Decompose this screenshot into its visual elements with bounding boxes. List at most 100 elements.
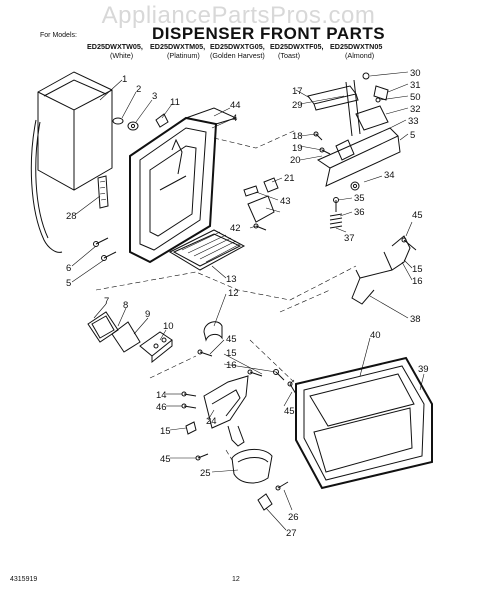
model-finish: (White) — [110, 51, 134, 60]
callout-16: 16 — [412, 276, 423, 287]
callout-3: 3 — [152, 91, 157, 102]
callout-42: 42 — [230, 223, 241, 234]
screw — [197, 349, 213, 357]
screw — [101, 251, 117, 261]
callout-8: 8 — [123, 300, 128, 311]
model-finish: (Toast) — [278, 51, 300, 60]
lever-bracket — [316, 127, 401, 191]
lower-ice-chute — [231, 449, 273, 484]
callout-6: 6 — [66, 263, 71, 274]
callout-40: 40 — [370, 330, 381, 341]
callout-5: 5 — [66, 278, 71, 289]
callout-21: 21 — [284, 173, 295, 184]
callout-15: 15 — [412, 264, 423, 275]
callout-1: 1 — [122, 74, 127, 85]
screw — [273, 369, 285, 381]
callout-24: 24 — [206, 416, 217, 427]
callout-9: 9 — [145, 309, 150, 320]
callout-16: 16 — [226, 360, 237, 371]
screw — [93, 237, 109, 247]
callout-26: 26 — [288, 512, 299, 523]
callout-14: 14 — [156, 390, 167, 401]
lens — [87, 311, 119, 343]
callout-37: 37 — [344, 233, 355, 244]
model-number: ED25DWXTW05, — [87, 42, 143, 51]
switch-bracket — [355, 105, 389, 131]
chute-door-clip — [257, 493, 273, 511]
screw — [181, 391, 197, 397]
dispenser-frame — [129, 107, 238, 264]
callout-27: 27 — [286, 528, 297, 539]
callout-33: 33 — [408, 116, 419, 127]
light-clip — [203, 321, 223, 342]
callout-35: 35 — [354, 193, 365, 204]
callout-5: 5 — [410, 130, 415, 141]
callout-12: 12 — [228, 288, 239, 299]
screw — [333, 197, 339, 212]
clip — [155, 113, 169, 128]
model-finish: (Almond) — [345, 51, 375, 60]
model-number: ED25DWXTM05, — [150, 42, 206, 51]
screw — [401, 237, 417, 251]
front-panel — [295, 356, 433, 490]
callout-4: 4 — [232, 113, 237, 124]
callout-45: 45 — [226, 334, 237, 345]
callout-10: 10 — [163, 321, 174, 332]
connection-lines — [95, 129, 357, 461]
screw — [195, 453, 209, 461]
callout-15: 15 — [226, 348, 237, 359]
watermark: AppliancePartsPros.com — [101, 2, 376, 29]
callout-28: 28 — [66, 211, 77, 222]
spring — [329, 213, 343, 229]
page-number: 12 — [232, 576, 240, 583]
lever-rod — [345, 79, 361, 137]
screw — [275, 481, 289, 491]
callout-45: 45 — [412, 210, 423, 221]
model-finish: (Platinum) — [167, 51, 200, 60]
ice-paddle-lever — [203, 375, 249, 447]
callout-labels: 1 2 3 11 44 4 28 6 5 13 12 7 8 9 10 45 1… — [66, 68, 429, 539]
door-pin — [112, 117, 139, 131]
model-number: ED25DWXTF05, — [270, 42, 324, 51]
for-models-label: For Models: — [40, 32, 77, 39]
callout-43: 43 — [280, 196, 291, 207]
diagram-title: DISPENSER FRONT PARTS — [152, 24, 386, 43]
model-number: ED25DWXTG05, — [210, 42, 265, 51]
leader-lines — [71, 71, 425, 531]
callout-2: 2 — [136, 84, 141, 95]
callout-30: 30 — [410, 68, 421, 79]
actuator-cam — [247, 195, 275, 223]
callout-29: 29 — [292, 100, 303, 111]
callout-19: 19 — [292, 143, 303, 154]
callout-36: 36 — [354, 207, 365, 218]
callout-46: 46 — [156, 402, 167, 413]
gasket-strip — [97, 175, 109, 209]
screw — [313, 131, 323, 141]
screw — [253, 223, 267, 231]
callout-25: 25 — [200, 468, 211, 479]
light-socket — [139, 331, 173, 364]
callout-50: 50 — [410, 92, 421, 103]
callout-7: 7 — [104, 296, 109, 307]
screw — [319, 147, 331, 155]
water-lever — [351, 235, 411, 305]
spring-clip — [362, 72, 389, 103]
callout-34: 34 — [384, 170, 395, 181]
callout-31: 31 — [410, 80, 421, 91]
callout-11: 11 — [170, 97, 180, 108]
document-number: 4315919 — [10, 576, 38, 583]
screw — [247, 369, 263, 377]
model-finish: (Golden Harvest) — [210, 51, 265, 60]
callout-13: 13 — [226, 274, 237, 285]
callout-39: 39 — [418, 364, 429, 375]
bushing — [185, 421, 197, 435]
callout-15: 15 — [160, 426, 171, 437]
callout-32: 32 — [410, 104, 421, 115]
callout-18: 18 — [292, 131, 303, 142]
model-number: ED25DWXTN05 — [330, 42, 383, 51]
pivot-pin — [243, 185, 259, 197]
ice-chute-housing — [30, 71, 113, 253]
callout-45: 45 — [284, 406, 295, 417]
light-diffuser — [111, 321, 141, 353]
